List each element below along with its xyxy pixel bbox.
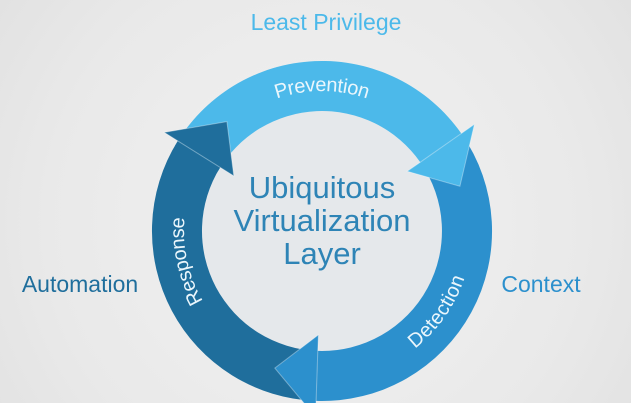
arrow-body-response [151, 140, 318, 401]
center-title-line1: Ubiquitous [249, 170, 395, 205]
arrowhead-prevention-icon [406, 123, 476, 187]
arrow-body-detection [316, 133, 493, 402]
label-context: Context [501, 271, 581, 297]
center-title-line3: Layer [283, 236, 361, 271]
arrowhead-response-icon [162, 121, 235, 177]
label-automation: Automation [22, 271, 138, 297]
arrow-body-prevention [174, 60, 462, 171]
arrowhead-detection-icon [274, 333, 319, 403]
label-least-privilege: Least Privilege [251, 9, 402, 35]
center-title-line2: Virtualization [234, 203, 411, 238]
center-circle [202, 111, 442, 351]
